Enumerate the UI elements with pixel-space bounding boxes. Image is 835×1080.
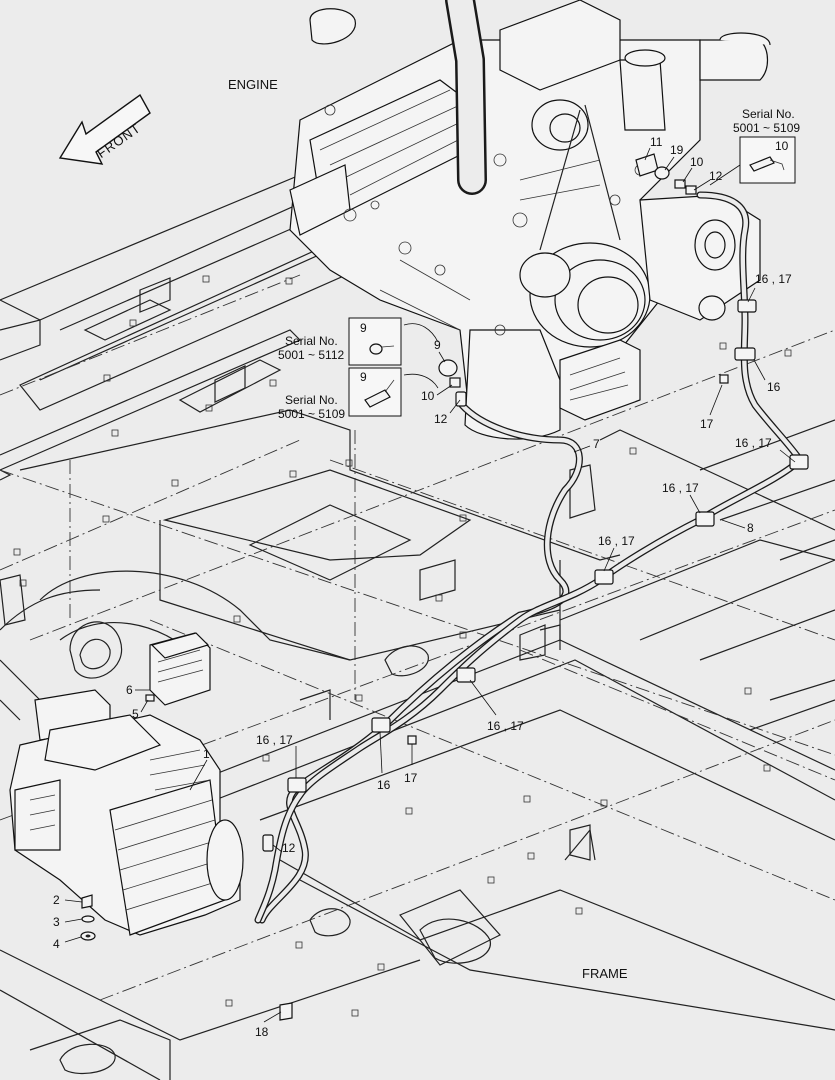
serial-mid-upper-line1: Serial No. xyxy=(285,334,338,348)
callout-12b: 12 xyxy=(434,412,448,426)
callout-2: 2 xyxy=(53,893,60,907)
callout-3: 3 xyxy=(53,915,60,929)
callout-1: 1 xyxy=(203,747,210,761)
serial-mid-upper-line2: 5001 ~ 5112 xyxy=(278,348,345,362)
heater-unit xyxy=(9,689,244,936)
callout-1617-f: 16 , 17 xyxy=(256,733,293,747)
controller-box xyxy=(149,632,211,706)
callout-5: 5 xyxy=(132,707,139,721)
callout-8: 8 xyxy=(747,521,754,535)
callout-1617-a: 16 , 17 xyxy=(755,272,792,286)
callout-17b: 17 xyxy=(404,771,418,785)
callout-10c: 10 xyxy=(421,389,435,403)
callout-12c: 12 xyxy=(282,841,296,855)
callout-1617-e: 16 , 17 xyxy=(487,719,524,733)
callout-9c: 9 xyxy=(434,338,441,352)
heater-hoses xyxy=(254,191,809,924)
callout-19: 19 xyxy=(670,143,684,157)
callout-6: 6 xyxy=(126,683,133,697)
callout-10a: 10 xyxy=(690,155,704,169)
callout-1617-d: 16 , 17 xyxy=(598,534,635,548)
serial-top-right-line2: 5001 ~ 5109 xyxy=(733,121,800,135)
engine-title: ENGINE xyxy=(228,77,278,92)
callout-9a: 9 xyxy=(360,321,367,335)
serial-top-right-line1: Serial No. xyxy=(742,107,795,121)
callout-1617-b: 16 , 17 xyxy=(735,436,772,450)
callout-16b: 16 xyxy=(377,778,391,792)
engine-assembly xyxy=(289,0,771,440)
callout-9b: 9 xyxy=(360,370,367,384)
callout-4: 4 xyxy=(53,937,60,951)
callout-11: 11 xyxy=(650,135,663,149)
callout-18: 18 xyxy=(255,1025,269,1039)
callouts: 11 19 10 12 10 9 9 9 10 12 7 8 16 , 17 1… xyxy=(53,135,796,1039)
callout-16a: 16 xyxy=(767,380,781,394)
front-arrow: FRONT xyxy=(58,93,151,165)
frame-title: FRAME xyxy=(582,966,628,981)
callout-10b: 10 xyxy=(775,139,789,153)
serial-detail-mid-lower xyxy=(348,367,439,417)
callout-17a: 17 xyxy=(700,417,714,431)
callout-12a: 12 xyxy=(709,169,723,183)
callout-1617-c: 16 , 17 xyxy=(662,481,699,495)
serial-detail-top-right xyxy=(709,136,796,186)
serial-mid-lower-line1: Serial No. xyxy=(285,393,338,407)
callout-7: 7 xyxy=(593,437,600,451)
serial-mid-lower-line2: 5001 ~ 5109 xyxy=(278,407,345,421)
serial-detail-mid-upper xyxy=(348,317,439,366)
